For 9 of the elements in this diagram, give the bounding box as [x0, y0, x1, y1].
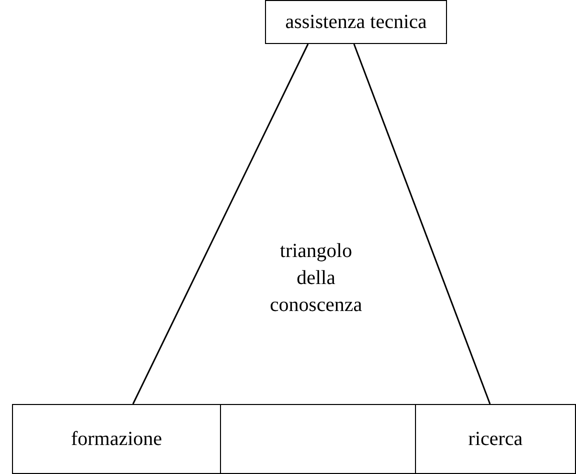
- text-box: [415, 404, 576, 474]
- triangle-label: triangolo della conoscenza: [268, 239, 364, 318]
- box-label: ricerca: [468, 428, 523, 450]
- text-box: [265, 0, 447, 44]
- connector-line: [132, 44, 309, 404]
- box-label: formazione: [70, 428, 162, 450]
- box-label: assistenza tecnica: [285, 10, 427, 34]
- text-box: [12, 404, 221, 474]
- connector-line: [353, 44, 491, 404]
